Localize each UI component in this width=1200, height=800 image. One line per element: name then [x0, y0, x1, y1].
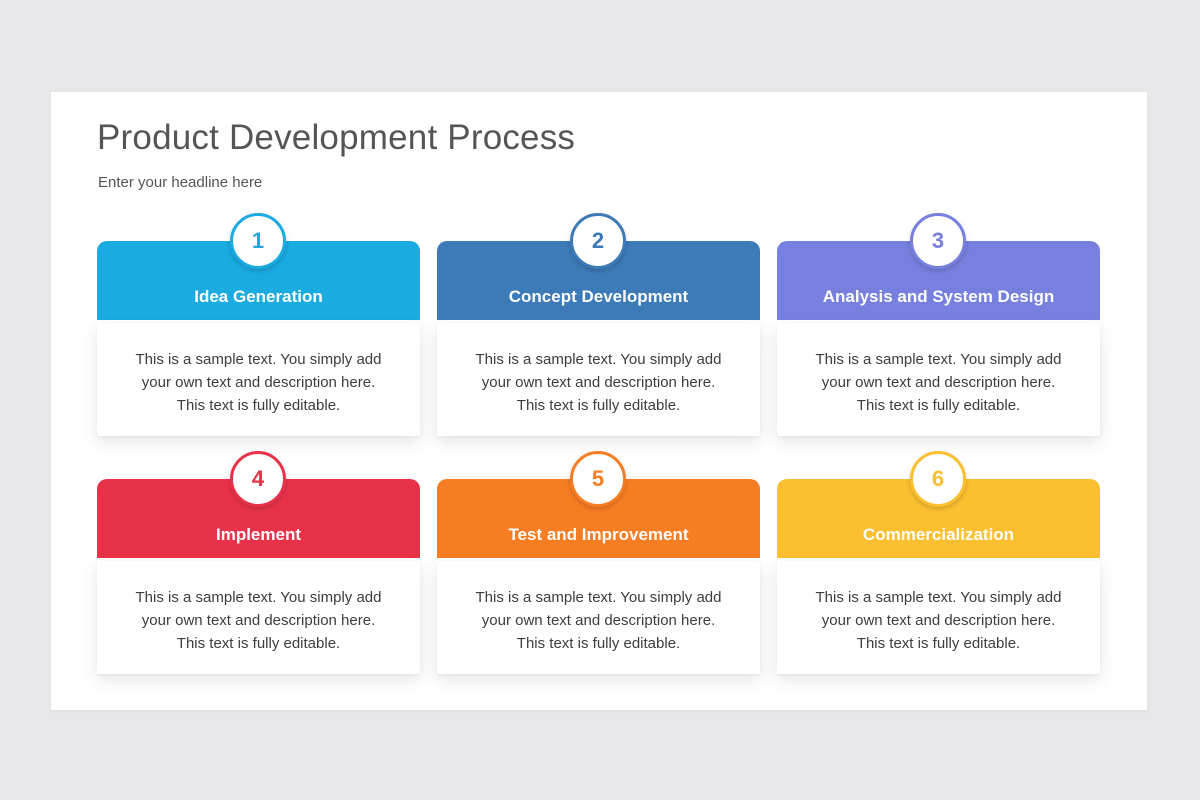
- step-body-5: This is a sample text. You simply add yo…: [437, 561, 760, 674]
- step-description-line: your own text and description here.: [141, 612, 376, 629]
- step-title-1: Idea Generation: [194, 287, 323, 306]
- step-header-3: Analysis and System Design: [777, 241, 1100, 320]
- step-header-4: Implement: [97, 479, 420, 558]
- step-body-6: This is a sample text. You simply add yo…: [777, 561, 1100, 674]
- step-description-line: This text is fully editable.: [176, 397, 341, 414]
- step-description-line: This is a sample text. You simply add: [135, 589, 382, 606]
- step-description-line: your own text and description here.: [481, 374, 716, 391]
- step-card-1: Idea Generation This is a sample text. Y…: [97, 213, 420, 436]
- step-title-3: Analysis and System Design: [822, 287, 1055, 306]
- step-card-5: Test and Improvement This is a sample te…: [437, 451, 760, 674]
- slide-title: Product Development Process: [97, 118, 576, 157]
- step-description-3: This is a sample text. You simply add yo…: [777, 323, 1100, 417]
- step-number-badge-5: 5: [570, 451, 626, 507]
- step-description-line: This is a sample text. You simply add: [815, 351, 1062, 368]
- slide: Product Development Process Enter your h…: [51, 92, 1147, 710]
- step-body-2: This is a sample text. You simply add yo…: [437, 323, 760, 436]
- step-description-line: This is a sample text. You simply add: [475, 351, 722, 368]
- step-description-2: This is a sample text. You simply add yo…: [437, 323, 760, 417]
- step-description-line: This text is fully editable.: [516, 635, 681, 652]
- step-description-6: This is a sample text. You simply add yo…: [777, 561, 1100, 655]
- step-card-6: Commercialization This is a sample text.…: [777, 451, 1100, 674]
- step-title-4: Implement: [215, 525, 302, 544]
- step-body-3: This is a sample text. You simply add yo…: [777, 323, 1100, 436]
- step-number-badge-4: 4: [230, 451, 286, 507]
- step-description-5: This is a sample text. You simply add yo…: [437, 561, 760, 655]
- step-description-line: your own text and description here.: [821, 612, 1056, 629]
- step-description-1: This is a sample text. You simply add yo…: [97, 323, 420, 417]
- step-number-badge-1: 1: [230, 213, 286, 269]
- step-description-line: your own text and description here.: [141, 374, 376, 391]
- step-number-badge-3: 3: [910, 213, 966, 269]
- step-description-4: This is a sample text. You simply add yo…: [97, 561, 420, 655]
- step-description-line: This text is fully editable.: [856, 635, 1021, 652]
- step-description-line: your own text and description here.: [481, 612, 716, 629]
- step-title-5: Test and Improvement: [508, 525, 689, 544]
- step-card-4: Implement This is a sample text. You sim…: [97, 451, 420, 674]
- step-body-1: This is a sample text. You simply add yo…: [97, 323, 420, 436]
- step-description-line: This text is fully editable.: [516, 397, 681, 414]
- step-card-2: Concept Development This is a sample tex…: [437, 213, 760, 436]
- step-description-line: This is a sample text. You simply add: [135, 351, 382, 368]
- step-description-line: your own text and description here.: [821, 374, 1056, 391]
- step-title-6: Commercialization: [862, 525, 1015, 544]
- step-card-3: Analysis and System Design This is a sam…: [777, 213, 1100, 436]
- step-description-line: This text is fully editable.: [176, 635, 341, 652]
- step-number-badge-6: 6: [910, 451, 966, 507]
- step-description-line: This text is fully editable.: [856, 397, 1021, 414]
- step-description-line: This is a sample text. You simply add: [475, 589, 722, 606]
- step-body-4: This is a sample text. You simply add yo…: [97, 561, 420, 674]
- step-number-badge-2: 2: [570, 213, 626, 269]
- step-title-2: Concept Development: [508, 287, 689, 306]
- step-header-5: Test and Improvement: [437, 479, 760, 558]
- slide-subtitle: Enter your headline here: [98, 174, 263, 191]
- step-description-line: This is a sample text. You simply add: [815, 589, 1062, 606]
